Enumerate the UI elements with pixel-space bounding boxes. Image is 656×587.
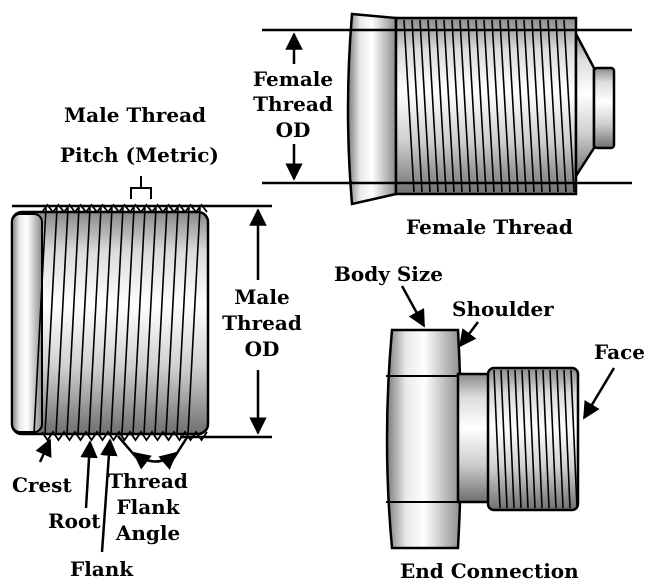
- end-thread-groove: [507, 369, 515, 509]
- female-thread-nose: [574, 33, 596, 181]
- female-thread-groove: [547, 19, 559, 193]
- end-connection-title: End Connection: [400, 559, 579, 583]
- face-arrow: [582, 367, 616, 420]
- male-thread-groove: [121, 207, 135, 435]
- flank-label: Flank: [70, 557, 134, 581]
- end-thread-groove: [549, 369, 557, 509]
- male-thread-groove: [176, 207, 190, 435]
- female-thread-groove: [435, 19, 447, 193]
- male-thread-groove: [99, 207, 113, 435]
- thread-flank-label-3: Angle: [115, 521, 180, 545]
- female-thread-collar: [346, 12, 398, 206]
- male-thread-end-face: [11, 213, 43, 433]
- male-thread-groove: [66, 207, 80, 435]
- female-thread-groove: [515, 19, 527, 193]
- male-od-label-2: Thread: [222, 311, 302, 335]
- face-label: Face: [594, 340, 645, 364]
- female-thread-groove: [403, 19, 415, 193]
- end-thread-groove: [514, 369, 522, 509]
- end-thread-groove: [570, 369, 578, 509]
- crest-arrow: [35, 438, 52, 463]
- end-connection-part: [385, 328, 580, 550]
- end-connection-thread-grooves: [493, 369, 578, 509]
- shoulder-section: [456, 372, 492, 504]
- end-thread-groove: [521, 369, 529, 509]
- end-thread-groove: [542, 369, 550, 509]
- male-thread-groove: [88, 207, 102, 435]
- end-thread-groove: [535, 369, 543, 509]
- male-thread-groove: [132, 207, 146, 435]
- female-thread-groove: [531, 19, 543, 193]
- shoulder-arrow: [458, 321, 479, 348]
- threaded-end: [486, 366, 580, 512]
- male-thread-groove: [187, 207, 201, 435]
- male-thread-groove: [143, 207, 157, 435]
- male-thread-part: [10, 203, 210, 442]
- female-thread-groove: [443, 19, 455, 193]
- female-thread-groove: [483, 19, 495, 193]
- body-size-label: Body Size: [334, 262, 443, 286]
- flank-angle-line-left: [117, 435, 143, 465]
- female-thread-part: [346, 12, 616, 206]
- shoulder-label: Shoulder: [452, 297, 554, 321]
- flank-arrow: [100, 438, 118, 553]
- root-label: Root: [48, 509, 101, 533]
- female-od-label-3: OD: [276, 118, 311, 142]
- female-thread-title: Female Thread: [406, 215, 573, 239]
- root-arrow: [80, 440, 98, 509]
- thread-flank-label-2: Flank: [116, 495, 180, 519]
- male-thread-title: Male Thread: [64, 103, 206, 127]
- female-thread-tip: [592, 66, 616, 150]
- female-thread-groove: [563, 19, 575, 193]
- male-thread-groove: [165, 207, 179, 435]
- male-thread-groove: [154, 207, 168, 435]
- male-thread-groove: [77, 207, 91, 435]
- male-thread-groove: [33, 207, 47, 435]
- female-thread-groove: [475, 19, 487, 193]
- female-od-label-1: Female: [253, 67, 333, 91]
- female-thread-groove: [491, 19, 503, 193]
- female-thread-groove: [419, 19, 431, 193]
- female-od-label-2: Thread: [253, 92, 333, 116]
- male-od-label-3: OD: [245, 337, 280, 361]
- male-thread-grooves: [33, 203, 208, 442]
- flank-angle-arc: [132, 451, 178, 470]
- male-thread-groove: [44, 207, 58, 435]
- female-thread-groove: [411, 19, 423, 193]
- hex-body: [385, 328, 463, 550]
- female-thread-groove: [555, 19, 567, 193]
- end-thread-groove: [563, 369, 571, 509]
- female-thread-groove: [467, 19, 479, 193]
- end-thread-groove: [528, 369, 536, 509]
- female-thread-groove: [499, 19, 511, 193]
- female-thread-groove: [427, 19, 439, 193]
- female-thread-groove: [451, 19, 463, 193]
- female-thread-grooves: [403, 19, 575, 193]
- pitch-bracket: [130, 176, 152, 199]
- end-thread-groove: [500, 369, 508, 509]
- male-thread-root-profile: [41, 430, 208, 442]
- male-thread-groove: [110, 207, 124, 435]
- end-thread-groove: [493, 369, 501, 509]
- female-thread-groove: [523, 19, 535, 193]
- crest-label: Crest: [12, 473, 72, 497]
- body-size-arrow: [400, 285, 426, 328]
- female-thread-groove: [539, 19, 551, 193]
- male-thread-groove: [55, 207, 69, 435]
- pitch-label: Pitch (Metric): [60, 143, 219, 167]
- female-thread-groove: [459, 19, 471, 193]
- thread-flank-label-1: Thread: [108, 469, 188, 493]
- female-thread-groove: [507, 19, 519, 193]
- end-thread-groove: [556, 369, 564, 509]
- male-od-label-1: Male: [234, 285, 289, 309]
